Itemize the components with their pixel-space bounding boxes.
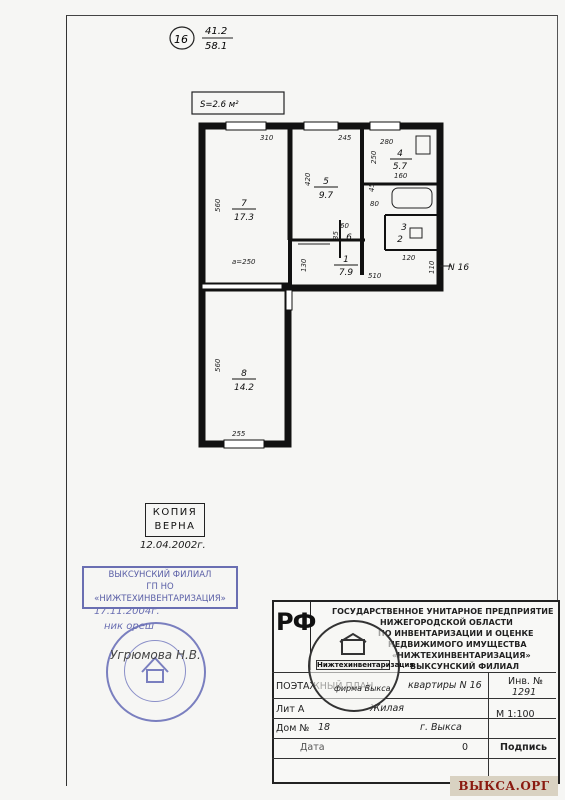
dim-255: 255 [232, 430, 246, 438]
title-block-rf-divider [310, 600, 311, 670]
seal-house-icon [141, 656, 169, 683]
org-line-2: НИЖЕГОРОДСКОЙ ОБЛАСТИ [380, 618, 513, 627]
document-sheet [66, 15, 558, 786]
copy-stamp-date: 12.04.2002г. [140, 540, 206, 551]
date-value: 0 [462, 742, 469, 753]
title-block-row-4 [272, 738, 556, 739]
area-living: 41.2 [205, 26, 227, 37]
filial-stamp-line2: ГП НО [146, 582, 174, 592]
room-5-area: 9.7 [319, 191, 334, 201]
dim-80: 80 [370, 200, 379, 208]
sign-label: Подпись [500, 742, 548, 753]
dim-560-upper: 560 [214, 198, 222, 212]
dim-280: 280 [380, 138, 394, 146]
room-4-number: 4 [397, 149, 403, 159]
org-line-1: ГОСУДАРСТВЕННОЕ УНИТАРНОЕ ПРЕДПРИЯТИЕ [332, 607, 554, 616]
inv-label: Инв. № [508, 676, 543, 687]
windows [201, 121, 401, 449]
dim-45: 45 [368, 183, 376, 192]
title-block-rf: РФ [276, 608, 316, 636]
house-value: 18 [318, 722, 331, 733]
date-label: Дата [300, 742, 325, 753]
header-area: 16 41.2 58.1 [169, 26, 233, 52]
dim-510: 510 [368, 272, 382, 280]
seal-ring-text: Нижтехинвентаризация [316, 660, 414, 670]
inv-value: 1291 [512, 687, 537, 698]
dim-310: 310 [260, 134, 274, 142]
org-line-3: ПО ИНВЕНТАРИЗАЦИИ И ОЦЕНКЕ [378, 629, 534, 638]
title-block-row-3 [272, 718, 556, 719]
dim-250: 250 [370, 150, 378, 164]
room-8-number: 8 [241, 369, 247, 379]
flat-tag: N 16 [448, 263, 469, 273]
apartment-number: 16 [174, 33, 188, 46]
stove [415, 135, 431, 155]
balcony [191, 91, 285, 115]
room-5-number: 5 [323, 177, 329, 187]
round-seal-blue-inner [124, 640, 186, 702]
dim-a250: a=250 [232, 258, 256, 266]
copy-stamp-line2: ВЕРНА [154, 521, 196, 532]
room-1-number: 1 [343, 255, 349, 265]
title-block-row-2 [272, 698, 556, 699]
lit-value: Жилая [370, 703, 405, 714]
room-4-area: 5.7 [393, 162, 408, 172]
filial-stamp: ВЫКСУНСКИЙ ФИЛИАЛ ГП НО «НИЖТЕХИНВЕНТАРИ… [82, 566, 238, 609]
filial-stamp-line3: «НИЖТЕХИНВЕНТАРИЗАЦИЯ» [94, 594, 226, 604]
seal-center-text: фирма Выкса [334, 684, 391, 693]
apartment-number-circle [169, 26, 195, 50]
copy-stamp: КОПИЯ ВЕРНА [145, 503, 205, 537]
house-label: Дом № [276, 723, 310, 734]
title-block-row-5 [272, 758, 556, 759]
room-8-area: 14.2 [234, 383, 254, 393]
dim-130: 130 [300, 258, 308, 272]
site-watermark: ВЫКСА.ОРГ [450, 776, 558, 796]
title-block-row-1 [272, 672, 556, 673]
org-line-4: НЕДВИЖИМОГО ИМУЩЕСТВА [388, 640, 527, 649]
bathtub [391, 187, 433, 209]
dim-35: 35 [332, 231, 340, 240]
dim-120: 120 [402, 254, 416, 262]
room-6-number: 6 [346, 233, 352, 243]
round-seal-blue [106, 622, 206, 722]
dim-160: 160 [394, 172, 408, 180]
scale: М 1:100 [496, 709, 535, 720]
dim-245: 245 [338, 134, 352, 142]
floor-plan: S=2.6 м² 310 245 280 420 250 560 160 a=2… [191, 91, 469, 449]
dim-110: 110 [428, 260, 436, 274]
street-value: г. Выкса [420, 722, 462, 733]
lit-label: Лит А [276, 704, 305, 715]
signature-note: ник ореш [104, 621, 155, 632]
area-total: 58.1 [205, 41, 227, 52]
title-block-col [488, 672, 489, 780]
room-1-area: 7.9 [339, 268, 354, 278]
room-7-number: 7 [241, 199, 247, 209]
plan-value: квартиры N 16 [408, 680, 482, 691]
copy-stamp-line1: КОПИЯ [152, 507, 198, 518]
balcony-label: S=2.6 м² [200, 100, 239, 110]
seal-building-icon [339, 632, 367, 655]
room-7-area: 17.3 [234, 213, 254, 223]
dim-420: 420 [304, 172, 312, 186]
dim-60: 60 [340, 222, 349, 230]
filial-stamp-line1: ВЫКСУНСКИЙ ФИЛИАЛ [108, 570, 212, 580]
room-3-number: 3 [401, 223, 407, 233]
org-line-5: «НИЖТЕХИНВЕНТАРИЗАЦИЯ» [392, 651, 531, 660]
signature-name: Угрюмова Н.В. [110, 648, 201, 662]
org-line-6: ВЫКСУНСКИЙ ФИЛИАЛ [410, 662, 520, 671]
dim-560-lower: 560 [214, 358, 222, 372]
signature-date: 17.11.2004г. [94, 606, 160, 617]
sink [409, 227, 423, 239]
room-2-number: 2 [397, 235, 403, 245]
